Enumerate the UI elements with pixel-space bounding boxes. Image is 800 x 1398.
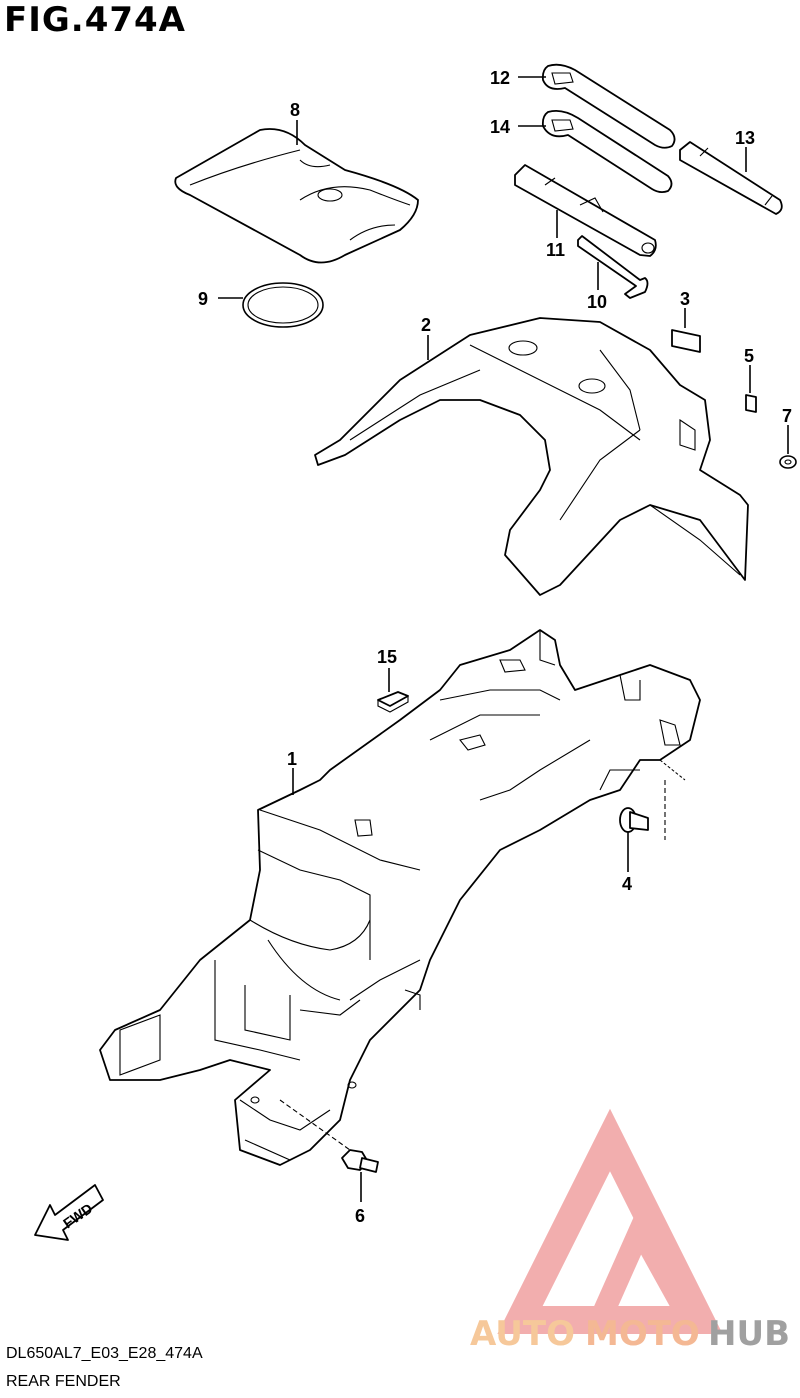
part-8-tool-bag xyxy=(174,128,419,264)
callout-2: 2 xyxy=(421,315,431,335)
part-2-rear-fender-upper xyxy=(314,317,749,596)
watermark-hub: HUB xyxy=(708,1314,790,1354)
leader-lines xyxy=(218,76,789,1202)
part-6-bolt xyxy=(341,1149,379,1173)
callout-11: 11 xyxy=(546,240,565,260)
callout-numbers: 1 2 3 4 5 6 7 8 9 10 11 12 13 14 15 xyxy=(198,68,792,1226)
watermark-auto: AUTO xyxy=(470,1314,575,1354)
callout-10: 10 xyxy=(587,292,607,312)
callout-12: 12 xyxy=(490,68,510,88)
watermark-moto: MOTO xyxy=(585,1314,700,1354)
part-12-wrench xyxy=(541,63,676,149)
part-11-spanner xyxy=(514,164,657,257)
part-9-band xyxy=(242,282,324,328)
callout-15: 15 xyxy=(377,647,397,667)
part-1-rear-fender-lower xyxy=(99,629,701,1166)
callout-6: 6 xyxy=(355,1206,365,1226)
part-15-cushion xyxy=(377,691,409,713)
fwd-arrow: FWD xyxy=(34,1184,104,1241)
callout-4: 4 xyxy=(622,874,632,894)
callout-5: 5 xyxy=(744,346,754,366)
footer-name: REAR FENDER xyxy=(6,1373,121,1390)
part-7-washer xyxy=(779,455,797,469)
part-3-pad xyxy=(671,329,701,353)
callout-8: 8 xyxy=(290,100,300,120)
part-10-hex-key xyxy=(577,235,649,299)
callout-14: 14 xyxy=(490,117,510,137)
part-13-handle xyxy=(679,141,783,215)
callout-13: 13 xyxy=(735,128,755,148)
figure-title: FIG.474A xyxy=(4,0,186,40)
callout-9: 9 xyxy=(198,289,208,309)
callout-1: 1 xyxy=(287,749,297,769)
callout-3: 3 xyxy=(680,289,690,309)
watermark-logo xyxy=(497,1108,723,1334)
part-5-cushion xyxy=(745,394,757,413)
watermark-text: AUTO MOTO HUB xyxy=(470,1314,790,1354)
part-14-wrench xyxy=(541,109,673,194)
part-4-rivet xyxy=(619,807,649,833)
callout-7: 7 xyxy=(782,406,792,426)
footer-code: DL650AL7_E03_E28_474A xyxy=(6,1345,203,1362)
